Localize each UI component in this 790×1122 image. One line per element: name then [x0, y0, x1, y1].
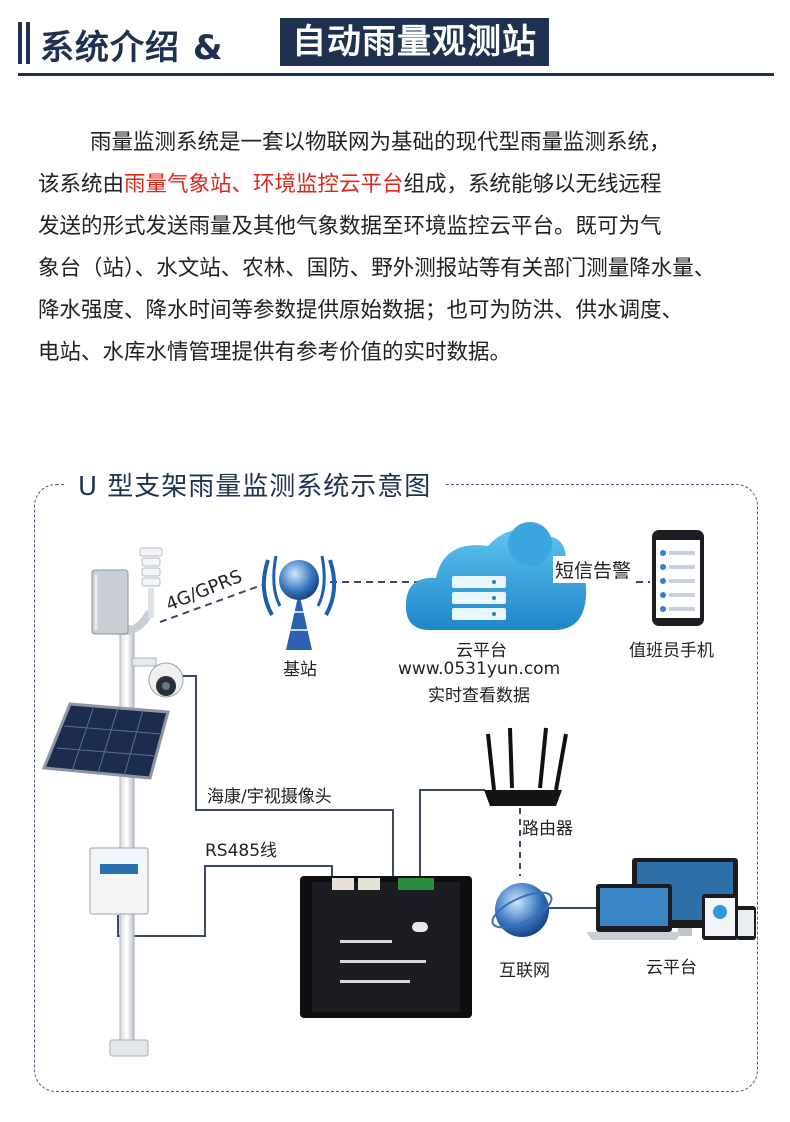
duty-phone-icon — [652, 530, 704, 626]
header-bars-decoration — [18, 22, 34, 68]
intro-line-6: 电站、水库水情管理提供有参考价值的实时数据。 — [38, 340, 512, 365]
intro-line-5: 降水强度、降水时间等参数提供原始数据；也可为防洪、供水调度、 — [38, 298, 684, 323]
sms-alarm-label: 短信告警 — [553, 556, 634, 583]
diagram-title: U 型支架雨量监测系统示意图 — [64, 466, 446, 503]
header-title-right: 自动雨量观测站 — [280, 18, 549, 66]
cloud-platform-label: 云平台 — [456, 641, 507, 661]
section-header: 系统介绍 & 自动雨量观测站 — [18, 18, 774, 68]
gprs-link-line — [159, 584, 263, 623]
intro-line-3: 发送的形式发送雨量及其他气象数据至环境监控云平台。既可为气 — [38, 214, 662, 239]
intro-text-1: 雨量监测系统是一套以物联网为基础的现代型雨量监测系统， — [90, 130, 671, 155]
router-label: 路由器 — [522, 819, 573, 839]
internet-label: 互联网 — [499, 961, 550, 981]
internet-globe-icon — [491, 883, 553, 937]
rs485-cable-line — [117, 865, 333, 937]
router-icon — [484, 727, 568, 806]
cloud-devices-icon — [586, 858, 756, 940]
camera-cable-line — [180, 675, 394, 880]
realtime-data-label: 实时查看数据 — [428, 686, 530, 706]
base-station-label: 基站 — [283, 660, 317, 680]
weather-station-icon — [41, 547, 184, 1057]
intro-line-4: 象台（站）、水文站、农林、国防、野外测报站等有关部门测量降水量、 — [38, 256, 716, 281]
camera-label: 海康/宇视摄像头 — [207, 787, 332, 807]
header-divider — [18, 73, 774, 76]
intro-text-2b: 组成，系统能够以无线远程 — [403, 172, 662, 197]
connection-lines — [117, 581, 650, 937]
duty-phone-label: 值班员手机 — [629, 641, 714, 661]
data-module-icon — [300, 876, 472, 1018]
intro-text-2a: 该系统由 — [38, 172, 125, 197]
intro-paragraph: 雨量监测系统是一套以物联网为基础的现代型雨量监测系统， 该系统由雨量气象站、环境… — [38, 122, 758, 374]
router-link-line — [419, 789, 485, 880]
cloud-platform-2-label: 云平台 — [646, 958, 697, 978]
cloud-platform-icon — [405, 522, 587, 630]
intro-line-2: 该系统由雨量气象站、环境监控云平台组成，系统能够以无线远程 — [38, 164, 758, 206]
rs485-label: RS485线 — [205, 841, 278, 861]
base-station-icon — [261, 555, 337, 650]
header-title-left: 系统介绍 & — [40, 28, 224, 68]
intro-line-1: 雨量监测系统是一套以物联网为基础的现代型雨量监测系统， — [38, 122, 758, 164]
website-label: www.0531yun.com — [398, 659, 561, 679]
intro-highlight: 雨量气象站、环境监控云平台 — [124, 172, 404, 197]
